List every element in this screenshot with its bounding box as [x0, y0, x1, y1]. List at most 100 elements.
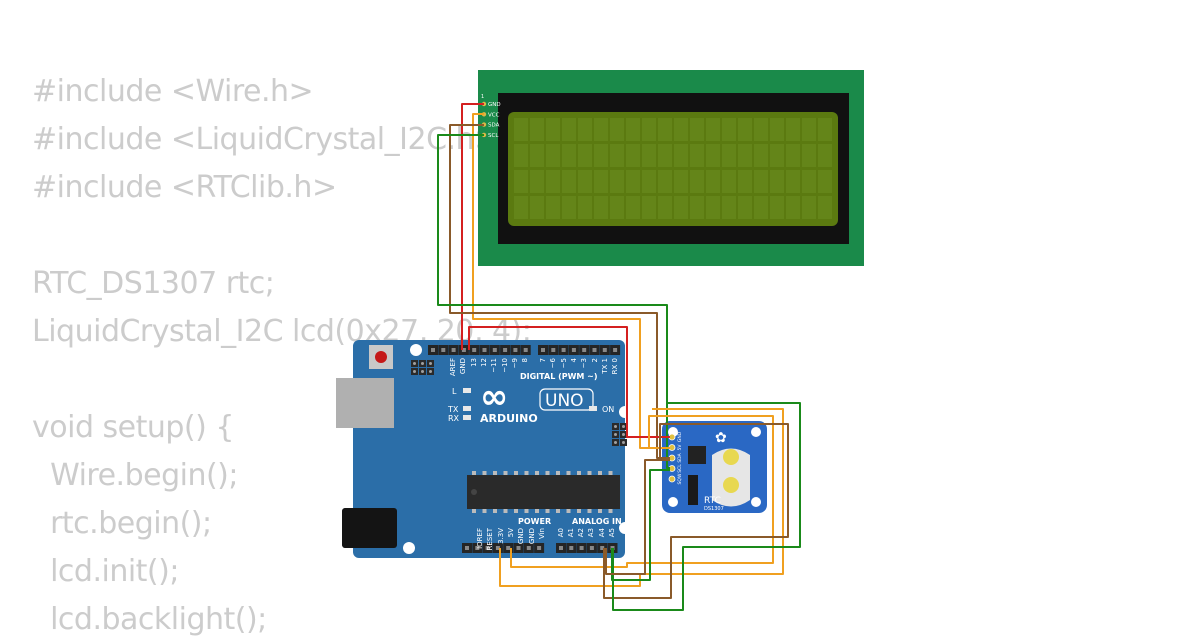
chip-leg	[493, 471, 497, 475]
crystal	[688, 475, 698, 505]
digital-pin-label: ~3	[580, 358, 588, 368]
rtc-ds1307-module[interactable]: ✿ RTC DS1307	[662, 421, 767, 513]
wire-a5-rtc	[611, 469, 670, 581]
digital-pin-header	[428, 345, 621, 355]
lcd-char-cell	[546, 196, 560, 219]
rtc-chip-label: DS1307	[704, 506, 724, 512]
lcd-char-cell	[754, 118, 768, 141]
chip-leg	[493, 509, 497, 513]
rtc-pin-header	[668, 433, 676, 483]
lcd-char-cell	[690, 170, 704, 193]
lcd-char-cell	[626, 196, 640, 219]
lcd-pin-label: SDA	[488, 123, 500, 129]
lcd-char-cell	[770, 196, 784, 219]
lcd-char-cell	[738, 118, 752, 141]
chip-leg	[514, 509, 518, 513]
usb-port	[336, 378, 394, 428]
lcd-char-cell	[738, 144, 752, 167]
digital-label: DIGITAL (PWM ~)	[520, 372, 598, 381]
digital-pin-label: ~11	[490, 358, 498, 373]
digital-pin-hole	[592, 348, 597, 352]
icsp-header-left	[411, 360, 434, 375]
icsp-pin	[614, 425, 617, 428]
wire-lcd-vcc	[472, 113, 670, 449]
digital-pin-hole	[561, 348, 566, 352]
reset-button[interactable]	[375, 351, 387, 363]
power-pin-label: 3.3V	[497, 528, 505, 544]
dc-jack	[342, 508, 397, 548]
on-led	[589, 406, 597, 411]
icsp-pin	[421, 370, 424, 373]
chip-leg	[587, 471, 592, 475]
lcd-char-cell	[802, 196, 816, 219]
l-led	[463, 388, 471, 393]
digital-pin-hole	[541, 348, 545, 352]
chip-leg	[524, 471, 529, 475]
lcd-char-cell	[722, 118, 736, 141]
code-background: #include <Wire.h>#include <LiquidCrystal…	[32, 68, 532, 644]
power-pin-hole	[559, 546, 563, 550]
digital-pin-label: 2	[591, 358, 599, 362]
chip-leg	[524, 509, 529, 513]
icsp-pin	[622, 441, 625, 444]
rtc-pin-label: GND	[677, 431, 683, 442]
lcd-char-cell	[562, 144, 576, 167]
lcd-char-cell	[690, 196, 704, 219]
chip-leg	[482, 509, 487, 513]
analog-pin-label: A0	[557, 528, 565, 537]
icsp-header-right	[612, 423, 627, 446]
chip-leg	[472, 509, 476, 513]
chip-leg	[472, 471, 476, 475]
power-pin-hole	[589, 546, 594, 550]
wire-lcd-gnd	[461, 103, 484, 350]
lcd-char-cell	[738, 170, 752, 193]
lcd-char-cell	[722, 144, 736, 167]
lcd-char-cell	[786, 144, 800, 167]
code-line: void setup() {	[32, 410, 234, 445]
digital-pin-label: ~6	[549, 357, 557, 368]
digital-pin-label: ~5	[560, 358, 568, 368]
digital-pin-label: GND	[459, 358, 467, 374]
chip-leg	[577, 471, 581, 475]
power-pin-hole	[495, 546, 500, 550]
lcd-char-cell	[786, 170, 800, 193]
icsp-pin	[622, 433, 625, 436]
digital-pin-hole	[513, 348, 518, 352]
lcd-char-cell	[530, 170, 544, 193]
lcd-char-cell	[818, 118, 832, 141]
lcd-char-cell	[546, 144, 560, 167]
lcd-char-cell	[626, 170, 640, 193]
chip-leg	[514, 471, 518, 475]
lcd-char-cell	[690, 118, 704, 141]
ds1307-chip	[688, 446, 706, 464]
power-pin-label: 5V	[507, 528, 515, 537]
lcd-char-cell	[706, 144, 720, 167]
mount-hole-br	[619, 522, 631, 534]
icsp-pin	[421, 362, 424, 365]
chip-leg	[545, 509, 550, 513]
power-pin-label: RESET	[486, 527, 494, 550]
chip-notch	[471, 489, 477, 495]
lcd-char-cell	[642, 196, 656, 219]
lcd-display[interactable]: 1	[478, 70, 864, 266]
lcd-char-cell	[802, 144, 816, 167]
lcd-char-cell	[818, 170, 832, 193]
wires	[437, 103, 801, 611]
star-logo-icon: ✿	[715, 430, 727, 446]
code-line: #include <Wire.h>	[32, 74, 314, 109]
digital-pin-label: AREF	[449, 358, 457, 376]
lcd-char-cell	[658, 144, 672, 167]
rtc-mount-hole-4	[751, 497, 761, 507]
code-line: rtc.begin();	[32, 506, 212, 541]
digital-pin-label: 12	[480, 358, 488, 367]
lcd-char-cell	[578, 144, 592, 167]
lcd-char-cell	[754, 170, 768, 193]
chip-legs	[471, 471, 613, 513]
lcd-char-cell	[546, 118, 560, 141]
analog-pin-label: A1	[567, 528, 575, 537]
lcd-char-cell	[754, 196, 768, 219]
lcd-char-cell	[610, 144, 624, 167]
lcd-char-cell	[802, 118, 816, 141]
